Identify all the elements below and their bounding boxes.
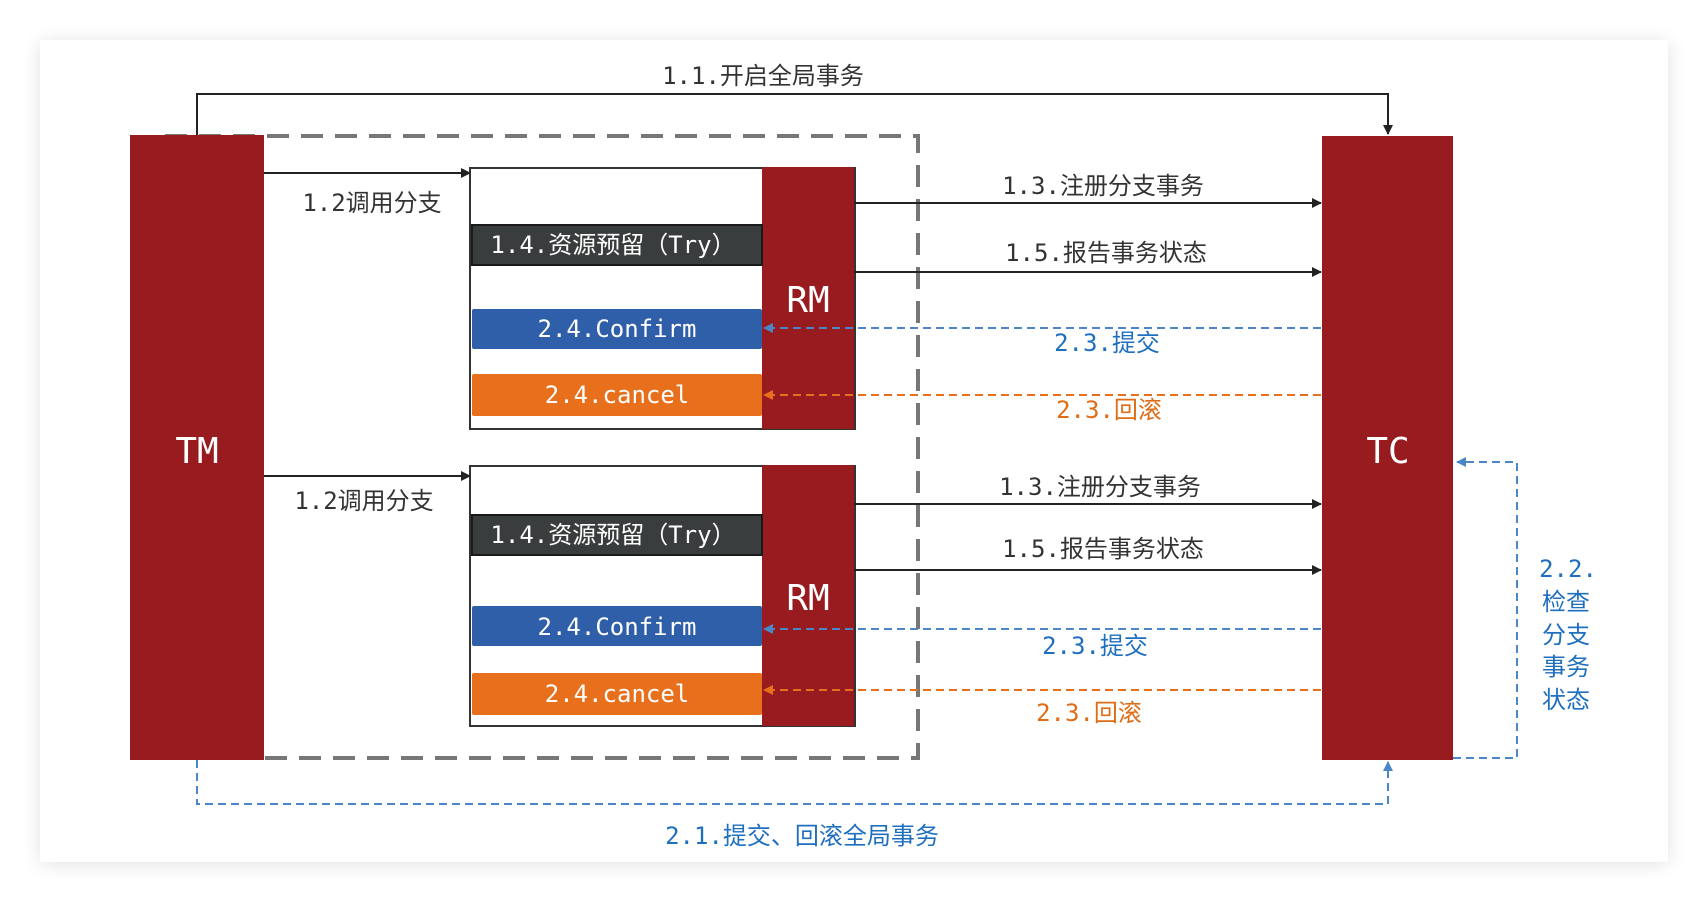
edge-label-register-bottom: 1.3.注册分支事务 [999, 473, 1201, 501]
rm-label-top: RM [786, 280, 829, 321]
rm-label-bottom: RM [786, 578, 829, 619]
tm-box [130, 135, 264, 760]
try-box-bottom [471, 514, 763, 556]
tc-box [1322, 136, 1453, 760]
edge-label-check-status-1: 2.2. [1539, 555, 1597, 583]
rm-box-top [762, 167, 854, 429]
cancel-box-bottom [472, 673, 762, 715]
edge-label-report-bottom: 1.5.报告事务状态 [1002, 535, 1204, 563]
edge-label-rollback-bottom: 2.3.回滚 [1036, 699, 1142, 727]
edge-label-check-status-3: 分支 [1542, 621, 1590, 649]
edge-label-commit-top: 2.3.提交 [1054, 329, 1160, 357]
edge-label-rollback-top: 2.3.回滚 [1056, 396, 1162, 424]
edge-label-call-branch-bottom: 1.2调用分支 [294, 487, 433, 515]
cancel-label-bottom: 2.4.cancel [545, 680, 690, 708]
confirm-box-bottom [472, 606, 762, 646]
cancel-box-top [472, 374, 762, 416]
edge-label-commit-bottom: 2.3.提交 [1042, 632, 1148, 660]
try-label-top: 1.4.资源预留（Try） [490, 231, 735, 259]
edge-label-report-top: 1.5.报告事务状态 [1005, 239, 1207, 267]
try-label-bottom: 1.4.资源预留（Try） [490, 521, 735, 549]
try-box-top [471, 224, 763, 266]
edge-label-begin-global: 1.1.开启全局事务 [662, 62, 864, 90]
rm-box-bottom [762, 465, 854, 726]
edge-check-status [1453, 457, 1518, 759]
edge-label-check-status-4: 事务 [1542, 653, 1590, 681]
edge-label-register-top: 1.3.注册分支事务 [1002, 172, 1204, 200]
confirm-label-top: 2.4.Confirm [538, 315, 697, 343]
edge-label-check-status-5: 状态 [1542, 686, 1590, 714]
edge-label-check-status-2: 检查 [1542, 588, 1590, 616]
edge-label-call-branch-top: 1.2调用分支 [302, 189, 441, 217]
tm-label: TM [175, 431, 218, 472]
edge-begin-global [196, 93, 1393, 135]
confirm-box-top [472, 309, 762, 349]
edge-label-global-commit-rollback: 2.1.提交、回滚全局事务 [665, 822, 939, 850]
edge-global-commit-rollback [196, 760, 1393, 805]
cancel-label-top: 2.4.cancel [545, 381, 690, 409]
confirm-label-bottom: 2.4.Confirm [538, 613, 697, 641]
global-transaction-boundary [163, 134, 920, 760]
tc-label: TC [1366, 431, 1409, 472]
